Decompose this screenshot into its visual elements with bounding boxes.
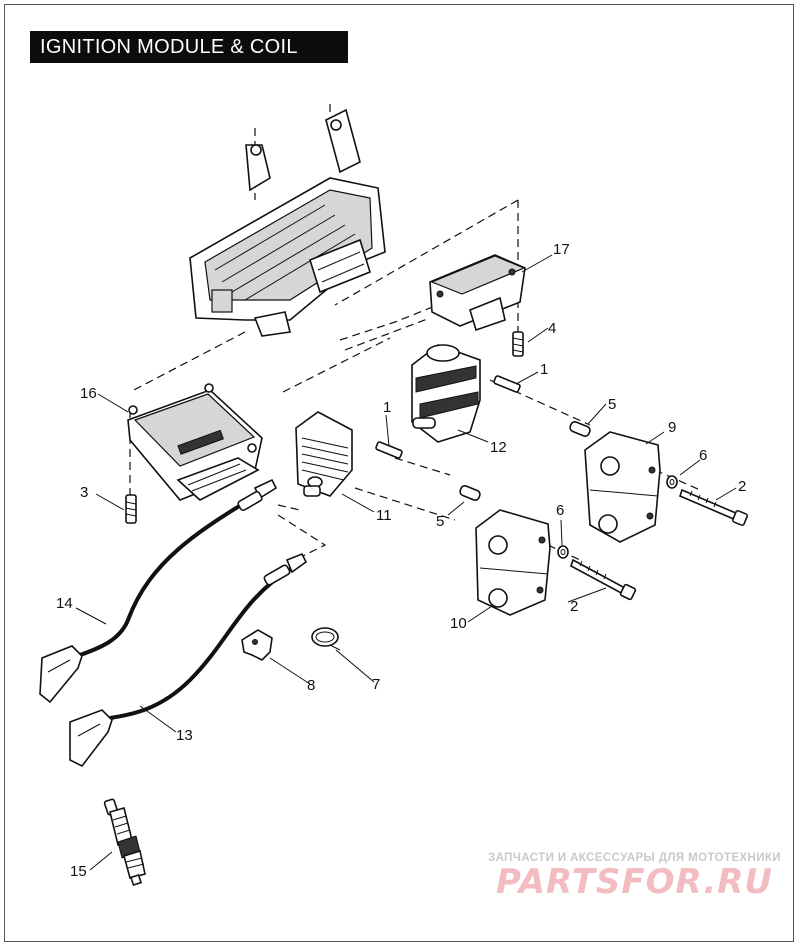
part-10-coil-cover (475, 509, 551, 616)
part-3-screw (125, 494, 137, 524)
part-13-spark-plug-wire (69, 552, 308, 768)
part-7-clamp (311, 627, 341, 651)
callout-leader-lines (75, 254, 737, 871)
part-8-clip (241, 629, 273, 661)
part-1-bolt-upper (493, 375, 521, 393)
callout-6-lower: 6 (556, 502, 564, 519)
callout-6-upper: 6 (699, 447, 707, 464)
part-9-coil-cover (584, 431, 661, 543)
callout-2-upper: 2 (738, 478, 746, 495)
callout-9: 9 (668, 419, 676, 436)
callout-11: 11 (376, 507, 392, 524)
callout-10: 10 (450, 615, 467, 632)
callout-4: 4 (548, 320, 556, 337)
part-17-sensor-module (429, 254, 526, 332)
part-11-ignition-coil (295, 411, 353, 497)
part-16-ignition-module (127, 383, 263, 501)
part-5-bushing-upper (569, 421, 591, 437)
callout-3: 3 (80, 484, 88, 501)
part-14-spark-plug-wire (39, 478, 278, 704)
part-15-spark-plug (103, 798, 146, 887)
part-6-washer-upper (666, 475, 678, 489)
watermark-subtitle: ЗАПЧАСТИ И АКСЕССУАРЫ ДЛЯ МОТОТЕХНИКИ (488, 852, 781, 864)
diagram-frame (4, 4, 794, 942)
watermark-logo: PARTSFOR.RU (495, 862, 774, 902)
part-2-long-bolt-lower (570, 558, 637, 601)
watermark: ЗАПЧАСТИ И АКСЕССУАРЫ ДЛЯ МОТОТЕХНИКИ PA… (488, 852, 781, 902)
callout-labels: 17 4 1 1 16 3 5 9 6 2 12 11 5 6 2 10 14 … (56, 241, 746, 880)
callout-15: 15 (70, 863, 87, 880)
mounting-bracket (189, 108, 386, 337)
callout-12: 12 (490, 439, 507, 456)
callout-14: 14 (56, 595, 73, 612)
callout-5-upper: 5 (608, 396, 616, 413)
callout-7: 7 (372, 676, 380, 693)
part-4-screw (512, 331, 524, 357)
callout-8: 8 (307, 677, 315, 694)
part-1-bolt-lower (375, 441, 403, 459)
callout-1-lower: 1 (383, 399, 391, 416)
callout-17: 17 (553, 241, 570, 258)
callout-13: 13 (176, 727, 193, 744)
part-6-washer-lower (557, 545, 569, 559)
callout-5-lower: 5 (436, 513, 444, 530)
callout-2-lower: 2 (570, 598, 578, 615)
part-5-bushing-lower (459, 485, 481, 501)
callout-1-upper: 1 (540, 361, 548, 378)
part-2-long-bolt-upper (679, 488, 749, 527)
diagram-title: IGNITION MODULE & COIL (30, 31, 348, 63)
part-12-ignition-coil (411, 344, 481, 443)
callout-16: 16 (80, 385, 97, 402)
